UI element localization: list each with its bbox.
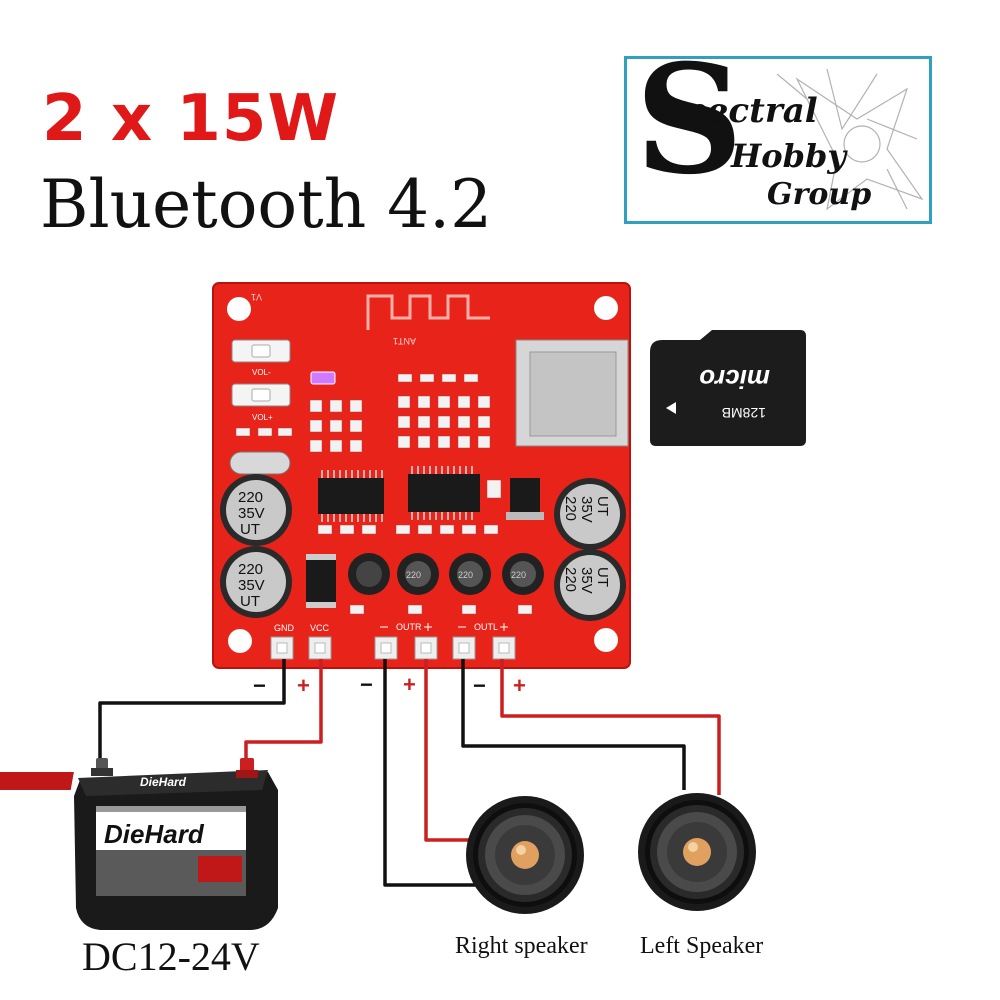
battery-brand: DieHard xyxy=(104,819,205,849)
svg-text:220: 220 xyxy=(238,561,263,578)
wire-outl-neg xyxy=(461,659,686,790)
vol-plus-label: VOL+ xyxy=(252,413,273,422)
vol-minus-button[interactable] xyxy=(231,339,291,363)
silk-v1: V1 xyxy=(251,292,262,302)
wire-gnd-battery-neg xyxy=(98,659,286,765)
inductor-3: 220 xyxy=(449,553,491,595)
svg-text:220: 220 xyxy=(406,570,421,580)
sd-brand: micro xyxy=(699,364,770,394)
label-gnd: GND xyxy=(274,623,295,633)
inductor-4: 220 xyxy=(502,553,544,595)
svg-text:220: 220 xyxy=(511,570,526,580)
label-vcc: VCC xyxy=(310,623,330,633)
amplifier-board: V1 ANT1 VOL- VOL+ xyxy=(212,282,631,669)
svg-text:35V: 35V xyxy=(578,496,595,523)
left-speaker-label: Left Speaker xyxy=(640,933,764,959)
logo-word-group: Group xyxy=(767,177,872,212)
mounting-hole-tl xyxy=(227,297,251,321)
micro-sd-card: 128MB micro xyxy=(650,330,806,446)
svg-text:UT: UT xyxy=(594,496,611,516)
wire-outr-pos xyxy=(424,659,470,842)
polarity-outr-neg: − xyxy=(360,672,373,697)
title-power: 2 x 15W xyxy=(42,82,340,156)
svg-text:UT: UT xyxy=(240,593,260,610)
amplifier-ic-1 xyxy=(318,470,384,522)
label-outl: OUTL xyxy=(474,622,498,632)
svg-text:35V: 35V xyxy=(578,567,595,594)
battery-caption: DC12-24V xyxy=(82,934,260,979)
polarity-gnd: − xyxy=(253,673,266,698)
label-outr: OUTR xyxy=(396,622,422,632)
sd-capacity: 128MB xyxy=(722,405,766,421)
mounting-hole-tr xyxy=(594,296,618,320)
capacitor-bl: 220 35V UT xyxy=(220,546,292,618)
svg-text:UT: UT xyxy=(594,567,611,587)
left-speaker xyxy=(638,793,756,911)
right-speaker-label: Right speaker xyxy=(455,933,588,959)
svg-text:220: 220 xyxy=(238,489,263,506)
battery-neg-terminal xyxy=(96,758,108,770)
svg-text:35V: 35V xyxy=(238,505,265,522)
logo-word-hobby: Hobby xyxy=(731,137,846,175)
mounting-hole-br xyxy=(594,628,618,652)
vol-plus-button[interactable] xyxy=(231,383,291,407)
polarity-outl-neg: − xyxy=(473,673,486,698)
title-bluetooth: Bluetooth 4.2 xyxy=(40,166,493,243)
battery-top-brand: DieHard xyxy=(140,775,187,789)
car-battery: DieHard DieHard xyxy=(0,758,278,930)
status-led xyxy=(310,371,336,385)
spectral-hobby-logo: S pectral Hobby Group xyxy=(624,56,932,224)
amplifier-ic-2 xyxy=(408,466,480,520)
svg-text:220: 220 xyxy=(562,567,579,592)
crystal-oscillator xyxy=(229,451,291,475)
power-diode xyxy=(306,554,336,608)
voltage-regulator xyxy=(506,478,544,520)
inductor-2: 220 xyxy=(397,553,439,595)
svg-text:220: 220 xyxy=(458,570,473,580)
polarity-outl-pos: + xyxy=(513,673,526,698)
wire-outr-neg xyxy=(383,659,480,887)
svg-text:35V: 35V xyxy=(238,577,265,594)
polarity-vcc: + xyxy=(297,673,310,698)
capacitor-br: UT 35V 220 xyxy=(554,549,626,621)
wire-vcc-battery-pos xyxy=(244,659,323,770)
capacitor-tr: UT 35V 220 xyxy=(554,478,626,550)
logo-word-spectral: pectral xyxy=(683,91,818,131)
right-speaker xyxy=(466,796,584,914)
robot-sketch-icon xyxy=(776,68,924,211)
wire-outl-pos xyxy=(500,659,721,795)
antenna-label: ANT1 xyxy=(393,336,416,346)
svg-text:UT: UT xyxy=(240,521,260,538)
pcb-antenna xyxy=(366,294,490,330)
inductor-1 xyxy=(348,553,390,595)
smd-components xyxy=(235,373,533,615)
logo-letter-s: S xyxy=(635,56,744,208)
capacitor-tl: 220 35V UT xyxy=(220,474,292,546)
mounting-hole-bl xyxy=(228,629,252,653)
svg-text:220: 220 xyxy=(562,496,579,521)
battery-pos-terminal xyxy=(240,758,254,772)
vol-minus-label: VOL- xyxy=(252,368,271,377)
polarity-outr-pos: + xyxy=(403,672,416,697)
